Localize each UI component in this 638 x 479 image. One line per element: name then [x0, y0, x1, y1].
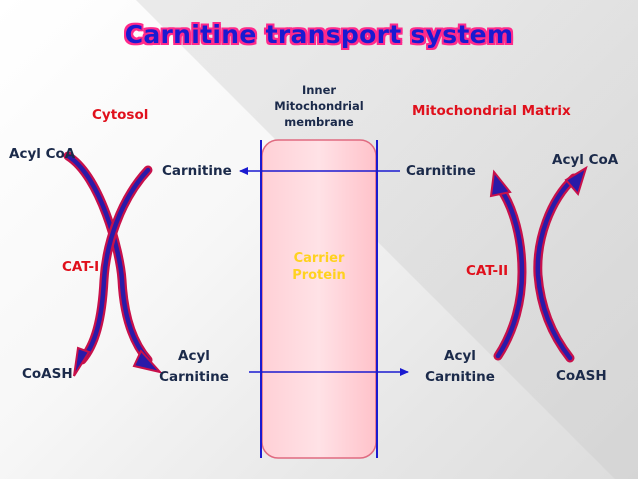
cat2-label: CAT-II	[466, 263, 509, 279]
cat1-arrow-acylcoa-to-acylcarnitine	[63, 151, 163, 374]
carrier-label-line-2: Protein	[292, 268, 346, 283]
carrier-protein	[261, 139, 377, 459]
membrane-label-line-3: membrane	[284, 115, 354, 129]
right-coash-label: CoASH	[556, 368, 607, 384]
right-acyl-carnitine-label: Acyl Carnitine	[418, 348, 502, 386]
cat2-arrow-acylcarnitine-to-carnitine	[489, 169, 527, 361]
cat1-arrow-carnitine-to-coash	[73, 165, 153, 377]
membrane-label-line-1: Inner	[301, 83, 337, 97]
left-coash-label: CoASH	[22, 366, 73, 382]
matrix-label: Mitochondrial Matrix	[412, 103, 571, 119]
left-carnitine-label: Carnitine	[162, 163, 232, 179]
membrane-label-line-2: Mitochondrial	[274, 99, 364, 113]
right-acyl-carnitine-line-2: Carnitine	[425, 369, 495, 385]
right-carnitine-label: Carnitine	[406, 163, 476, 179]
left-acyl-carnitine-label: Acyl Carnitine	[152, 348, 236, 386]
left-acyl-carnitine-line-2: Carnitine	[159, 369, 229, 385]
carrier-label-line-1: Carrier	[293, 251, 345, 266]
cat2-arrow-carnitine-to-acylcoa	[533, 165, 588, 363]
left-acyl-carnitine-line-1: Acyl	[178, 348, 210, 364]
right-acyl-carnitine-line-1: Acyl	[444, 348, 476, 364]
cat1-label: CAT-I	[62, 259, 100, 275]
right-acyl-coa-label: Acyl CoA	[552, 152, 619, 168]
left-acyl-coa-label: Acyl CoA	[9, 146, 76, 162]
page-title: Carnitine transport system	[124, 20, 514, 49]
carrier-protein-label: Carrier Protein	[262, 250, 376, 284]
cytosol-label: Cytosol	[92, 107, 149, 123]
membrane-label: Inner Mitochondrial membrane	[262, 82, 376, 130]
